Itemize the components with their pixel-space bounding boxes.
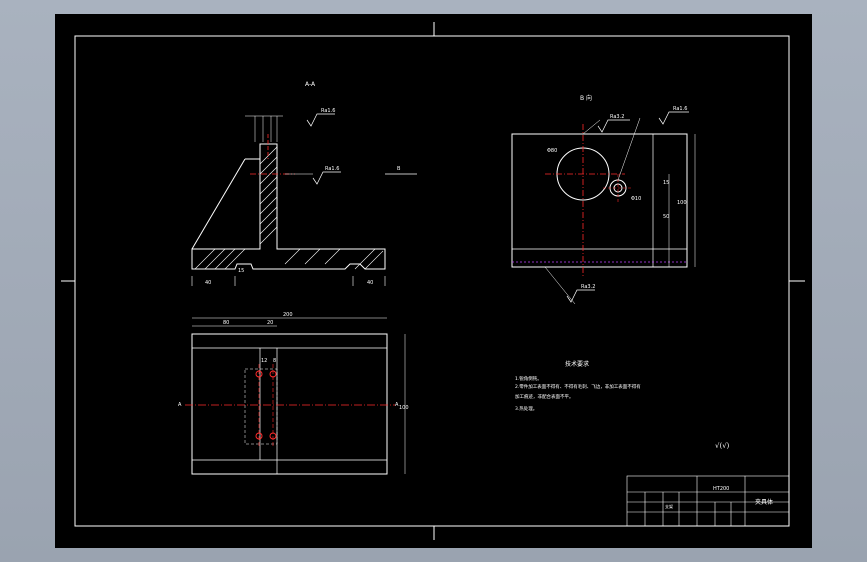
rib-line (191, 158, 246, 250)
dim-aa-right: 40 (367, 280, 373, 286)
title-block (626, 475, 790, 527)
tech-req-item-4: 3.热处理。 (515, 405, 537, 412)
dim-plan-20: 20 (267, 320, 273, 326)
drawing-sheet: A-A (55, 14, 812, 548)
dim-plan-8: 8 (273, 358, 276, 364)
dim-b-15: 15 (663, 180, 669, 186)
plan-view: A A 200 80 20 12 8 100 (178, 312, 409, 475)
title-block-material: HT200 (713, 486, 729, 492)
tech-req-item-2: 2.零件加工表面不得有、不得有毛刺、飞边，非加工表面不得有 (515, 383, 641, 390)
dim-plan-80: 80 (223, 320, 229, 326)
roughness-symbol-aa-2 (312, 171, 341, 185)
view-arrow-b-label: B (397, 166, 401, 172)
dim-plan-100: 100 (399, 405, 409, 411)
drawing-canvas: A-A (61, 22, 805, 540)
tech-req-item-3: 加工痕迹，非配合表面不平。 (515, 393, 574, 400)
dim-phi80: Φ80 (547, 148, 557, 154)
hatch-base (194, 248, 384, 270)
b-view-outline (511, 133, 688, 268)
tech-req-title: 技术要求 (565, 360, 589, 368)
hatch-wall (259, 146, 278, 245)
dim-plan-200: 200 (283, 312, 293, 318)
roughness-symbol-aa-1 (306, 113, 335, 127)
b-view-label: B 向 (580, 94, 592, 102)
general-roughness-note: √(√) (715, 442, 730, 450)
dim-phi10: Φ10 (631, 196, 641, 202)
roughness-b-2: Ra1.6 (673, 106, 687, 112)
plan-outline (191, 333, 388, 475)
dim-aa-mid: 15 (238, 268, 244, 274)
roughness-b-1: Ra3.2 (610, 114, 624, 120)
section-outline (191, 143, 386, 270)
dim-b-100: 100 (677, 200, 687, 206)
section-mark-left: A (178, 402, 182, 408)
tech-requirements: 技术要求 1.锐角倒钝。 2.零件加工表面不得有、不得有毛刺、飞边，非加工表面不… (515, 360, 641, 412)
title-block-part-name: 支架 (665, 503, 673, 509)
b-view: B 向 Φ80 Φ10 15 50 100 (511, 94, 696, 305)
title-block-drawing-title: 夹具体 (755, 498, 773, 506)
tech-req-item-1: 1.锐角倒钝。 (515, 375, 542, 382)
dim-b-50: 50 (663, 214, 669, 220)
dim-plan-12: 12 (261, 358, 267, 364)
section-aa-label: A-A (305, 81, 316, 88)
roughness-b-3: Ra3.2 (581, 284, 595, 290)
roughness-aa-1: Ra1.6 (321, 108, 335, 114)
dim-aa-left: 40 (205, 280, 211, 286)
section-aa-view: A-A (191, 81, 417, 286)
roughness-aa-2: Ra1.6 (325, 166, 339, 172)
section-mark-right: A (395, 402, 399, 408)
